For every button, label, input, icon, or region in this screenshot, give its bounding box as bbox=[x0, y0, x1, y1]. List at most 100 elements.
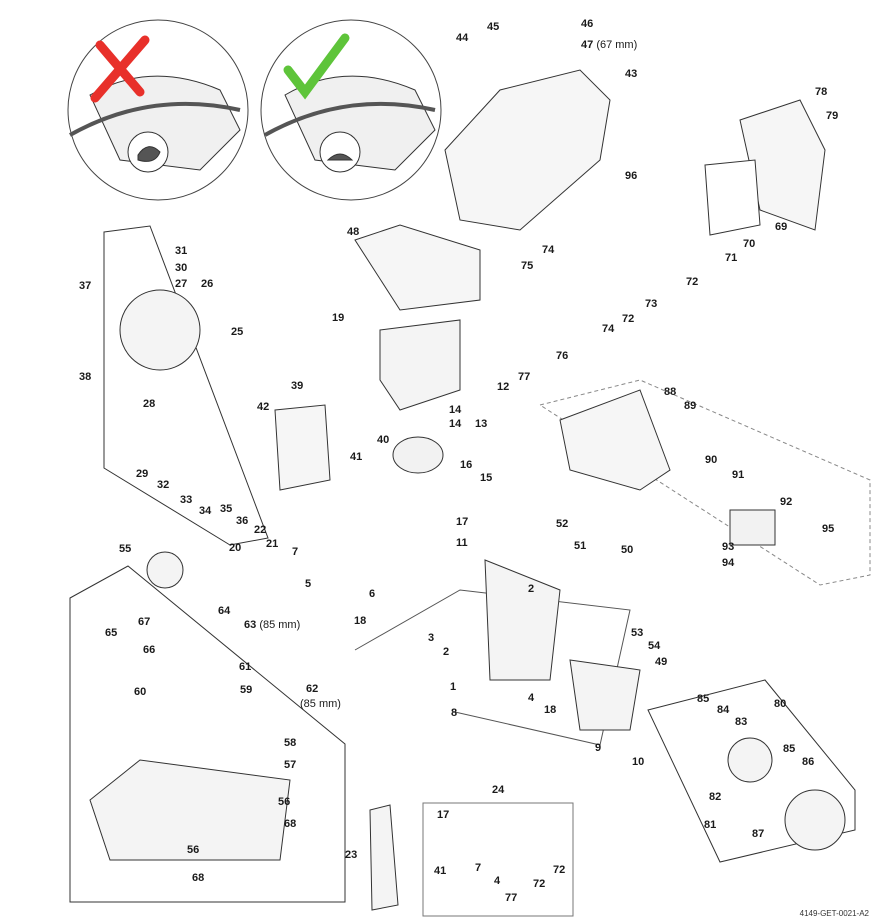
part-label: 84 bbox=[717, 704, 730, 716]
starter-group-box bbox=[103, 225, 269, 546]
part-label: 60 bbox=[134, 686, 147, 698]
part-label: 89 bbox=[684, 400, 697, 412]
part-label: 24 bbox=[492, 784, 505, 796]
part-label: 88 bbox=[664, 386, 677, 398]
part-label: 38 bbox=[79, 371, 92, 383]
diagram-id: 4149-GET-0021-A2 bbox=[799, 909, 869, 918]
part-label: 69 bbox=[775, 221, 788, 233]
part-label: 66 bbox=[143, 644, 156, 656]
part-label: 36 bbox=[236, 515, 249, 527]
part-label: 72 bbox=[553, 864, 566, 876]
length-note: (85 mm) bbox=[300, 698, 341, 710]
part-label: 19 bbox=[332, 312, 345, 324]
grease-tube-part bbox=[369, 804, 399, 911]
part-label: 95 bbox=[822, 523, 835, 535]
part-label: 43 bbox=[625, 68, 638, 80]
part-label: 94 bbox=[722, 557, 735, 569]
part-label: 16 bbox=[460, 459, 473, 471]
clutch-drum-tube-part bbox=[729, 509, 776, 546]
part-label: 72 bbox=[622, 313, 635, 325]
part-number: 63 bbox=[244, 619, 257, 631]
part-label: 23 bbox=[345, 849, 358, 861]
part-label: 52 bbox=[556, 518, 569, 530]
part-label: 27 bbox=[175, 278, 188, 290]
part-label: 85 bbox=[697, 693, 710, 705]
part-label: 79 bbox=[826, 110, 839, 122]
part-label: 55 bbox=[119, 543, 132, 555]
incorrect-callout-circle bbox=[67, 19, 249, 201]
part-label: 49 bbox=[655, 656, 668, 668]
piston-part bbox=[392, 436, 444, 474]
part-label: 30 bbox=[175, 262, 188, 274]
part-label: 68 bbox=[284, 818, 297, 830]
part-label: 32 bbox=[157, 479, 170, 491]
crankcase-group-lines bbox=[354, 589, 631, 746]
part-label: 61 bbox=[239, 661, 252, 673]
part-label: 75 bbox=[521, 260, 534, 272]
clutch-part bbox=[727, 737, 773, 783]
part-label: 53 bbox=[631, 627, 644, 639]
part-label: 81 bbox=[704, 819, 717, 831]
crankcase-part bbox=[484, 559, 561, 681]
part-label: 64 bbox=[218, 605, 231, 617]
part-label: 65 bbox=[105, 627, 118, 639]
part-label: 14 bbox=[449, 418, 462, 430]
part-label: 25 bbox=[231, 326, 244, 338]
part-label: 72 bbox=[686, 276, 699, 288]
part-label: 42 bbox=[257, 401, 270, 413]
part-label: 80 bbox=[774, 698, 787, 710]
part-label: 78 bbox=[815, 86, 828, 98]
part-label: 86 bbox=[802, 756, 815, 768]
part-label: 22 bbox=[254, 524, 267, 536]
part-label: 33 bbox=[180, 494, 193, 506]
part-label: 40 bbox=[377, 434, 390, 446]
ignition-module-part bbox=[569, 659, 641, 731]
part-label: 8 bbox=[451, 707, 458, 719]
muffler-part bbox=[274, 404, 331, 491]
part-label: 39 bbox=[291, 380, 304, 392]
part-label: 54 bbox=[648, 640, 661, 652]
part-label: 12 bbox=[497, 381, 510, 393]
part-label: 47 (67 mm) bbox=[581, 39, 637, 51]
part-label: 91 bbox=[732, 469, 745, 481]
fuel-cap-part bbox=[146, 551, 184, 589]
part-number: 47 bbox=[581, 39, 594, 51]
part-label: 28 bbox=[143, 398, 156, 410]
part-label: 67 bbox=[138, 616, 151, 628]
part-label: 31 bbox=[175, 245, 188, 257]
part-label: 59 bbox=[240, 684, 253, 696]
part-label: 85 bbox=[783, 743, 796, 755]
red-cross-icon bbox=[90, 35, 150, 103]
part-label: 29 bbox=[136, 468, 149, 480]
part-label: 7 bbox=[292, 546, 299, 558]
part-label: 51 bbox=[574, 540, 587, 552]
part-label: 50 bbox=[621, 544, 634, 556]
part-label: 35 bbox=[220, 503, 233, 515]
part-label: 10 bbox=[632, 756, 645, 768]
part-label: 15 bbox=[480, 472, 493, 484]
part-label: 74 bbox=[542, 244, 555, 256]
part-label: 18 bbox=[354, 615, 367, 627]
part-label: 68 bbox=[192, 872, 205, 884]
part-label: 2 bbox=[528, 583, 535, 595]
part-label: 56 bbox=[278, 796, 291, 808]
length-note: (85 mm) bbox=[259, 619, 301, 631]
part-label: 83 bbox=[735, 716, 748, 728]
part-label: 48 bbox=[347, 226, 360, 238]
part-label: 41 bbox=[350, 451, 363, 463]
part-label: 62 bbox=[306, 683, 319, 695]
fuel-tank-part bbox=[89, 759, 291, 861]
part-label: 63 (85 mm) bbox=[244, 619, 300, 631]
part-label: 56 bbox=[187, 844, 200, 856]
clutch-drum-part bbox=[784, 789, 846, 851]
part-label: 46 bbox=[581, 18, 594, 30]
part-label: 20 bbox=[229, 542, 242, 554]
starter-housing-part bbox=[119, 289, 201, 371]
part-label: 11 bbox=[456, 537, 468, 549]
part-label: 90 bbox=[705, 454, 718, 466]
part-label: 4 bbox=[494, 875, 501, 887]
part-label: 2 bbox=[443, 646, 450, 658]
part-label: 14 bbox=[449, 404, 462, 416]
part-label: 58 bbox=[284, 737, 297, 749]
